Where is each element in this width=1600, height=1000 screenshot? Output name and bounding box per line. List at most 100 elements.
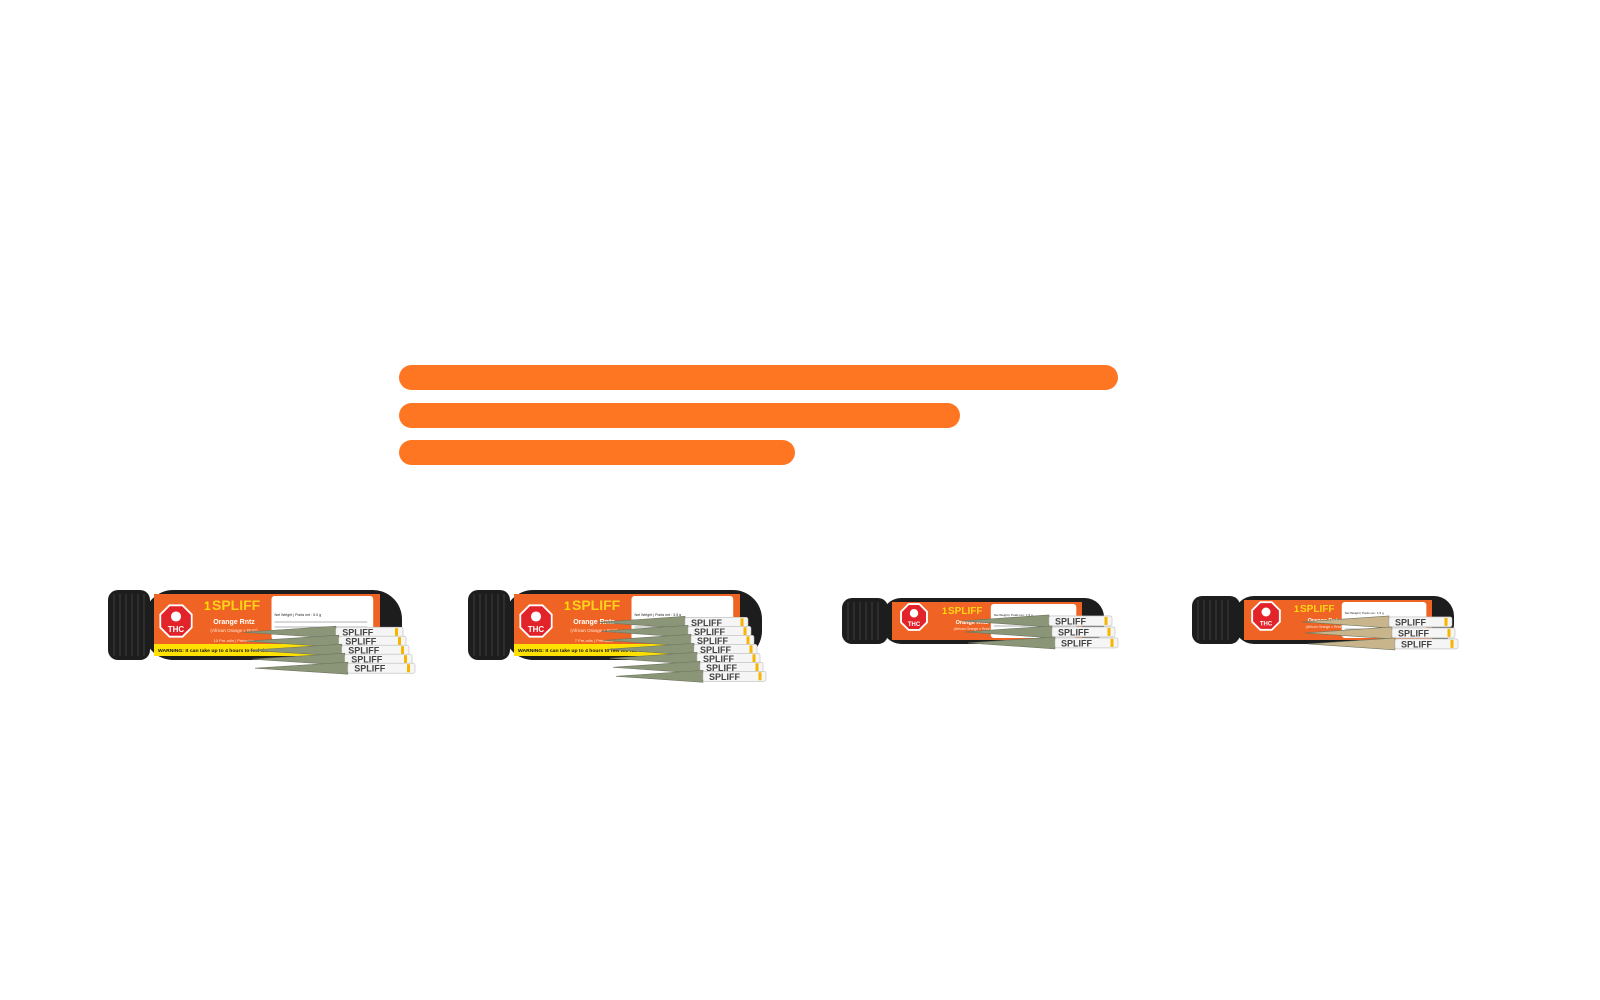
pre-roll-joint: SPLIFF bbox=[254, 661, 416, 675]
joint-brand: SPLIFF bbox=[1398, 628, 1430, 638]
joint-stripe bbox=[1447, 628, 1451, 637]
strain-name: Orange Rntz bbox=[573, 619, 615, 626]
joint-tip bbox=[1054, 637, 1119, 649]
strain-subline: (African Orange x Rntz) bbox=[570, 628, 618, 633]
leaf-icon bbox=[530, 611, 542, 622]
loading-placeholder-line-3 bbox=[399, 440, 795, 465]
loading-placeholder-line-1 bbox=[399, 365, 1118, 390]
pre-roll-joint: SPLIFF bbox=[251, 652, 413, 666]
brand-prefix: 1 bbox=[942, 606, 947, 616]
net-weight: Net Weight | Poids net : 5.0 g bbox=[275, 613, 322, 617]
joint-stripe bbox=[752, 654, 756, 663]
thc-text: THC bbox=[1260, 622, 1273, 628]
joint-brand: SPLIFF bbox=[1401, 639, 1433, 649]
thc-text: THC bbox=[528, 625, 545, 634]
thc-text: THC bbox=[168, 625, 185, 634]
joint-tip bbox=[1394, 638, 1459, 650]
leaf-icon bbox=[170, 611, 182, 622]
brand-prefix: 1 bbox=[1294, 604, 1299, 614]
brand-name: SPLIFF bbox=[948, 606, 982, 617]
pre-roll-joint: SPLIFF bbox=[597, 615, 749, 629]
joint-brand: SPLIFF bbox=[694, 627, 726, 637]
joint-tip bbox=[702, 671, 767, 682]
joint-brand: SPLIFF bbox=[709, 672, 741, 682]
joint-tip bbox=[347, 662, 416, 674]
net-weight: Net Weight | Poids net : 1.5 g bbox=[994, 613, 1033, 617]
pre-roll-joint: SPLIFF bbox=[245, 634, 407, 648]
joint-stripe bbox=[746, 636, 750, 645]
loading-placeholder-line-2 bbox=[399, 403, 960, 428]
joint-tip bbox=[1388, 616, 1453, 628]
joint-stripe bbox=[1444, 617, 1448, 626]
joint-stripe bbox=[740, 618, 744, 627]
joint-brand: SPLIFF bbox=[1055, 616, 1087, 626]
joint-paper bbox=[615, 669, 704, 683]
brand-name: SPLIFF bbox=[1300, 604, 1334, 615]
strain-subline: (African Orange x Rntz) bbox=[210, 628, 258, 633]
joint-tip bbox=[1391, 627, 1456, 639]
strain-subline: (African Orange x Rntz) bbox=[1306, 625, 1343, 629]
count-line: 10 Pre-rolls | Préroulés bbox=[214, 638, 255, 643]
joint-brand: SPLIFF bbox=[700, 645, 732, 655]
joint-stripe bbox=[1104, 616, 1108, 625]
pre-roll-joint: SPLIFF bbox=[600, 624, 752, 638]
count-line: 7 Pre-rolls | Préroulés bbox=[575, 638, 614, 643]
joint-stripe bbox=[398, 637, 401, 646]
joint-stripe bbox=[1450, 639, 1454, 648]
brand-name: SPLIFF bbox=[572, 597, 621, 613]
leaf-icon bbox=[1261, 607, 1271, 617]
brand-name: SPLIFF bbox=[212, 597, 261, 613]
joint-stripe bbox=[407, 664, 410, 673]
tube-cap bbox=[108, 590, 150, 660]
joint-tip bbox=[1048, 615, 1113, 627]
pre-roll-joint: SPLIFF bbox=[248, 643, 410, 657]
joint-brand: SPLIFF bbox=[691, 618, 723, 628]
thc-text: THC bbox=[908, 622, 921, 628]
joint-stripe bbox=[401, 646, 404, 655]
leaf-icon bbox=[909, 609, 919, 618]
joint-paper bbox=[254, 661, 349, 675]
joint-brand: SPLIFF bbox=[351, 655, 383, 665]
pre-roll-joint: SPLIFF bbox=[242, 625, 404, 639]
joint-stripe bbox=[1107, 627, 1111, 636]
pre-roll-joint: SPLIFF bbox=[961, 614, 1113, 628]
joint-stripe bbox=[749, 645, 753, 654]
joint-stripe bbox=[395, 628, 398, 637]
pre-roll-joint: SPLIFF bbox=[603, 633, 755, 647]
brand-prefix: 1 bbox=[204, 599, 211, 613]
joint-stripe bbox=[1110, 638, 1114, 647]
pre-roll-joint: SPLIFF bbox=[1307, 637, 1459, 651]
joint-brand: SPLIFF bbox=[354, 664, 386, 674]
joint-brand: SPLIFF bbox=[697, 636, 729, 646]
pre-roll-joint: SPLIFF bbox=[1301, 615, 1453, 629]
joint-tip bbox=[1051, 626, 1116, 638]
pre-roll-joint: SPLIFF bbox=[967, 636, 1119, 650]
brand-prefix: 1 bbox=[564, 599, 571, 613]
joint-stripe bbox=[743, 627, 747, 636]
joint-brand: SPLIFF bbox=[1061, 638, 1093, 648]
net-weight: Net Weight | Poids net : 3.5 g bbox=[635, 613, 682, 617]
joint-brand: SPLIFF bbox=[348, 646, 380, 656]
joint-brand: SPLIFF bbox=[1395, 617, 1427, 627]
pre-roll-joint: SPLIFF bbox=[615, 669, 767, 683]
joint-brand: SPLIFF bbox=[706, 663, 738, 673]
strain-name: Orange Rntz bbox=[956, 620, 989, 626]
pre-roll-joint: SPLIFF bbox=[964, 625, 1116, 639]
pre-roll-joint: SPLIFF bbox=[1304, 626, 1456, 640]
joint-stripe bbox=[758, 672, 762, 681]
joint-stripe bbox=[755, 663, 759, 672]
strain-subline: (African Orange x Rntz) bbox=[954, 627, 991, 631]
joint-brand: SPLIFF bbox=[703, 654, 735, 664]
pre-roll-joint: SPLIFF bbox=[606, 642, 758, 656]
joint-brand: SPLIFF bbox=[342, 628, 374, 638]
joint-brand: SPLIFF bbox=[345, 637, 377, 647]
